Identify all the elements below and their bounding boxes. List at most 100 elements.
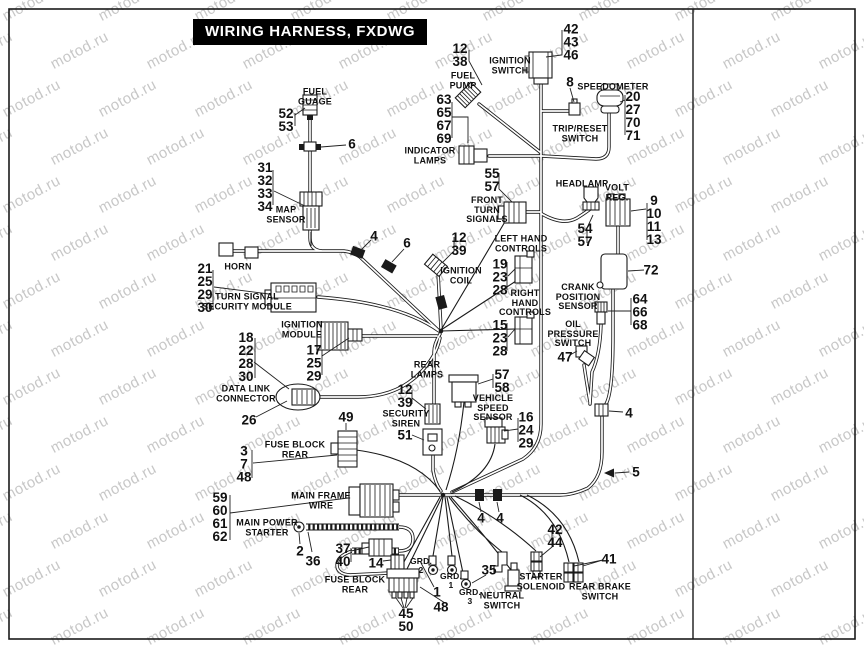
- callout-fuse-upper: 3 7 48: [236, 443, 252, 485]
- grd3-icon: [460, 570, 472, 590]
- callout-solenoid: 42 44: [547, 522, 563, 550]
- callout-5: 5: [632, 464, 640, 480]
- callout-4-bottom-b: 4: [496, 510, 504, 526]
- grd1-label: GRD. 1: [439, 571, 463, 590]
- front-turn-label: FRONT TURN SIGNALS: [466, 194, 508, 224]
- connector-14-icon: [390, 554, 405, 570]
- rh-controls-label: RIGHT HAND CONTROLS: [498, 287, 552, 317]
- trip-reset-label: TRIP/RESET SWITCH: [552, 123, 608, 143]
- crank-sensor-label: CRANK POSITION SENSOR: [555, 281, 601, 311]
- connector-6-lower: [380, 259, 397, 274]
- security-siren-icon: [422, 403, 443, 456]
- fuel-pump-icon: [454, 81, 482, 109]
- callout-4-bottom-a: 4: [477, 510, 485, 526]
- fuse-block-bottom-label: FUSE BLOCK REAR: [324, 574, 386, 594]
- ignition-module-label: IGNITION MODULE: [281, 319, 323, 339]
- grd1-icon: [446, 555, 458, 576]
- callout-map-sensor: 31 32 33 34: [257, 160, 273, 214]
- data-link-label: DATA LINK CONNECTOR: [216, 383, 276, 403]
- tsm-icon: [264, 282, 317, 313]
- fuse-block-bottom-icon: [386, 568, 420, 599]
- headlamp-label: HEADLAMP: [555, 178, 609, 189]
- callout-14: 14: [368, 555, 384, 571]
- rear-lamps-icon: [448, 374, 479, 408]
- main-power-label: MAIN POWER STARTER: [236, 517, 298, 537]
- callout-data-link: 18 22 28 30: [238, 330, 254, 384]
- callout-49: 49: [338, 409, 354, 425]
- volt-reg-icon: [605, 193, 631, 227]
- callout-4-left: 4: [370, 228, 378, 244]
- connector-6-upper: [299, 141, 321, 152]
- oil-pressure-label: OIL PRESSURE SWITCH: [547, 318, 599, 348]
- connectors: [218, 51, 631, 599]
- callout-6-upper: 6: [348, 136, 356, 152]
- trip-reset-icon: [568, 98, 581, 116]
- volt-reg-label: VOLT REG.: [604, 182, 630, 202]
- diagram-title: WIRING HARNESS, FXDWG: [193, 19, 428, 45]
- starter-solenoid-icon: [530, 551, 543, 578]
- callout-35: 35: [481, 562, 497, 578]
- speedometer-label: SPEEDOMETER: [577, 81, 649, 92]
- neutral-switch-icon: [493, 551, 522, 592]
- fuel-gauge-label: FUEL GUAGE: [297, 86, 333, 106]
- hub-lower: [440, 492, 446, 498]
- callout-volt-reg: 9 10 11 13: [646, 193, 662, 247]
- connector-4b: [475, 489, 484, 501]
- fuel-pump-label: FUEL PUMP: [449, 70, 477, 90]
- ignition-switch-icon: [524, 51, 553, 85]
- callout-headlamp: 54 57: [577, 221, 593, 249]
- callout-indicator-lamps: 63 65 67 69: [436, 92, 452, 146]
- callout-41: 41: [601, 551, 617, 567]
- fuel-gauge-icon: [302, 94, 318, 120]
- connector-4-coil: [435, 294, 448, 310]
- vss-icon: [484, 417, 509, 444]
- braid-connector-icon: [361, 538, 393, 557]
- callout-37-40: 37 40: [335, 541, 351, 569]
- horn-label: HORN: [224, 261, 252, 272]
- callout-siren: 12 39: [397, 382, 413, 410]
- main-frame-icon: [348, 483, 400, 518]
- connector-4-right: [594, 403, 609, 417]
- ignition-switch-label: IGNITION SWITCH: [489, 55, 531, 75]
- leader-lines: [212, 30, 648, 609]
- ring-terminal-icon: [293, 521, 305, 533]
- page-border: [8, 8, 856, 640]
- connector-4c: [493, 489, 502, 501]
- callout-6-lower: 6: [403, 235, 411, 251]
- grd2-icon: [427, 555, 439, 576]
- indicator-lamps-icon: [458, 145, 488, 165]
- ignition-module-icon: [316, 321, 363, 351]
- callout-ignition-switch: 42 43 46: [563, 21, 579, 63]
- data-link-icon: [275, 383, 321, 411]
- fuse-block-upper-label: FUSE BLOCK REAR: [264, 439, 326, 459]
- starter-solenoid-label: STARTER SOLENOID: [516, 571, 566, 591]
- callout-fuel-gauge: 52 53: [278, 106, 294, 134]
- oil-pressure-icon: [575, 345, 596, 367]
- callout-lh-controls: 19 23 28: [492, 256, 508, 298]
- arrow-5: [604, 468, 614, 478]
- hub-upper: [438, 328, 444, 334]
- security-siren-label: SECURITY SIREN: [382, 408, 430, 428]
- callout-2: 2: [296, 543, 304, 559]
- lh-controls-label: LEFT HAND CONTROLS: [494, 233, 548, 253]
- ignition-coil-icon: [423, 253, 449, 278]
- callout-1: 1: [433, 584, 441, 600]
- callout-72: 72: [643, 262, 659, 278]
- fuse-block-upper-icon: [330, 430, 358, 468]
- vss-label: VEHICLE SPEED SENSOR: [472, 392, 514, 422]
- speedometer-icon: [596, 83, 624, 114]
- crank-sensor-icon: [594, 301, 608, 325]
- rh-controls-icon: [514, 311, 535, 345]
- callout-speedometer: 20 27 70 71: [625, 89, 641, 143]
- headlamp-icon: [582, 186, 600, 211]
- callout-ignition-coil: 12 39: [451, 230, 467, 258]
- tsm-label: TURN SIGNAL SECURITY MODULE: [202, 291, 292, 311]
- callout-4-right: 4: [625, 405, 633, 421]
- rear-brake-label: REAR BRAKE SWITCH: [568, 581, 632, 601]
- horn-icon: [218, 242, 259, 259]
- main-fr ame-label: MAIN FRAME WIRE: [291, 490, 351, 510]
- callout-51: 51: [397, 427, 413, 443]
- callout-trip-reset: 8: [566, 74, 574, 90]
